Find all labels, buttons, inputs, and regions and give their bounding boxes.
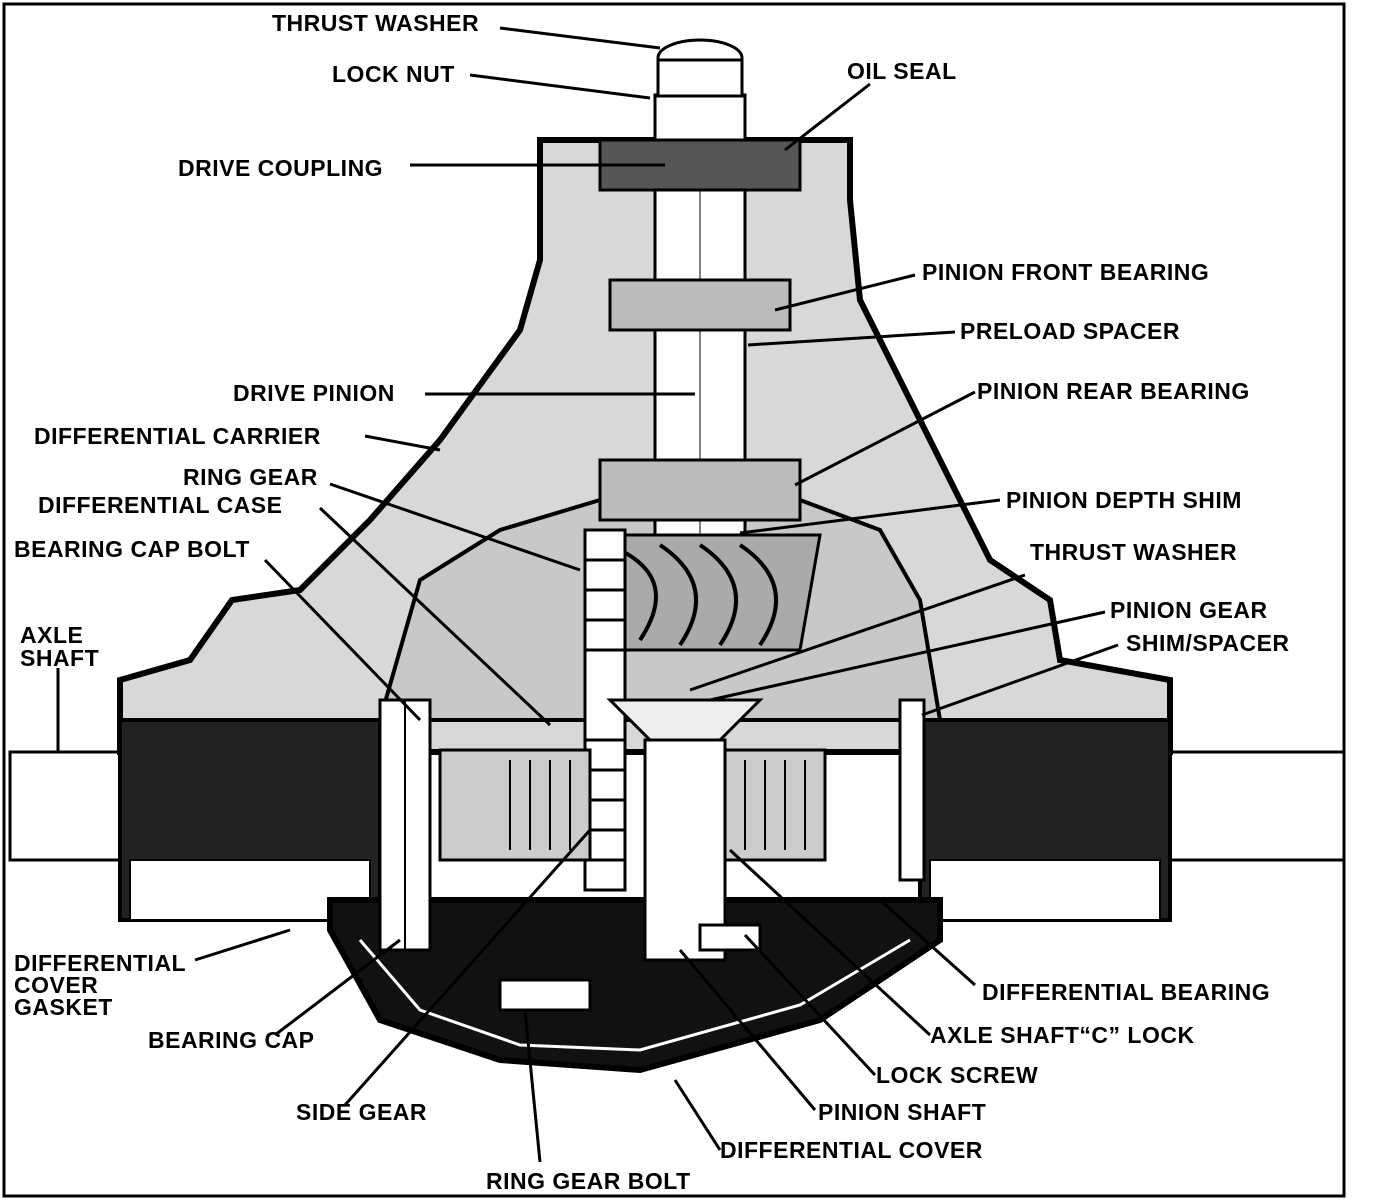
label-differential-bearing: DIFFERENTIAL BEARING xyxy=(982,979,1271,1005)
label-ring-gear: RING GEAR xyxy=(183,464,318,490)
label-differential-case: DIFFERENTIAL CASE xyxy=(38,492,283,518)
label-preload-spacer: PRELOAD SPACER xyxy=(960,318,1180,344)
label-pinion-gear: PINION GEAR xyxy=(1110,597,1268,623)
label-axle-shaft-line1: AXLE xyxy=(20,622,84,648)
label-pinion-shaft: PINION SHAFT xyxy=(818,1099,987,1125)
label-pinion-rear-bearing: PINION REAR BEARING xyxy=(977,378,1250,404)
label-axle-shaft-line2: SHAFT xyxy=(20,645,100,671)
label-bearing-cap: BEARING CAP xyxy=(148,1027,315,1053)
label-differential-carrier: DIFFERENTIAL CARRIER xyxy=(34,423,321,449)
label-differential-cover: DIFFERENTIAL COVER xyxy=(720,1137,983,1163)
side-gear-right xyxy=(723,748,827,862)
drive-pinion-shaft xyxy=(598,38,802,537)
label-differential-cover-gasket-line1: DIFFERENTIAL xyxy=(14,950,187,976)
side-gear-left xyxy=(438,748,592,862)
ring-gear-bolt-shape xyxy=(498,978,592,1012)
label-differential-cover-gasket-line3: GASKET xyxy=(14,994,113,1020)
lock-screw-shape xyxy=(698,923,762,952)
label-pinion-depth-shim: PINION DEPTH SHIM xyxy=(1006,487,1242,513)
label-pinion-front-bearing: PINION FRONT BEARING xyxy=(922,259,1210,285)
label-ring-gear-bolt: RING GEAR BOLT xyxy=(486,1168,691,1194)
label-lock-nut: LOCK NUT xyxy=(332,61,455,87)
label-drive-pinion: DRIVE PINION xyxy=(233,380,395,406)
label-thrust-washer-top: THRUST WASHER xyxy=(272,10,480,36)
label-lock-screw: LOCK SCREW xyxy=(876,1062,1039,1088)
diagram-border xyxy=(2,2,1346,1198)
label-side-gear: SIDE GEAR xyxy=(296,1099,428,1125)
bearing-cap-bolts xyxy=(378,698,926,952)
label-differential-cover-gasket-line2: COVER xyxy=(14,972,99,998)
differential-cover-shape xyxy=(327,897,943,1074)
label-bearing-cap-bolt: BEARING CAP BOLT xyxy=(14,536,250,562)
label-shim-spacer: SHIM/SPACER xyxy=(1126,630,1290,656)
label-thrust-washer-mid: THRUST WASHER xyxy=(1030,539,1238,565)
label-oil-seal: OIL SEAL xyxy=(847,58,957,84)
label-drive-coupling: DRIVE COUPLING xyxy=(178,155,384,181)
leader-lines xyxy=(56,26,1119,1163)
label-axle-shaft-c-lock: AXLE SHAFT“C” LOCK xyxy=(930,1022,1195,1048)
